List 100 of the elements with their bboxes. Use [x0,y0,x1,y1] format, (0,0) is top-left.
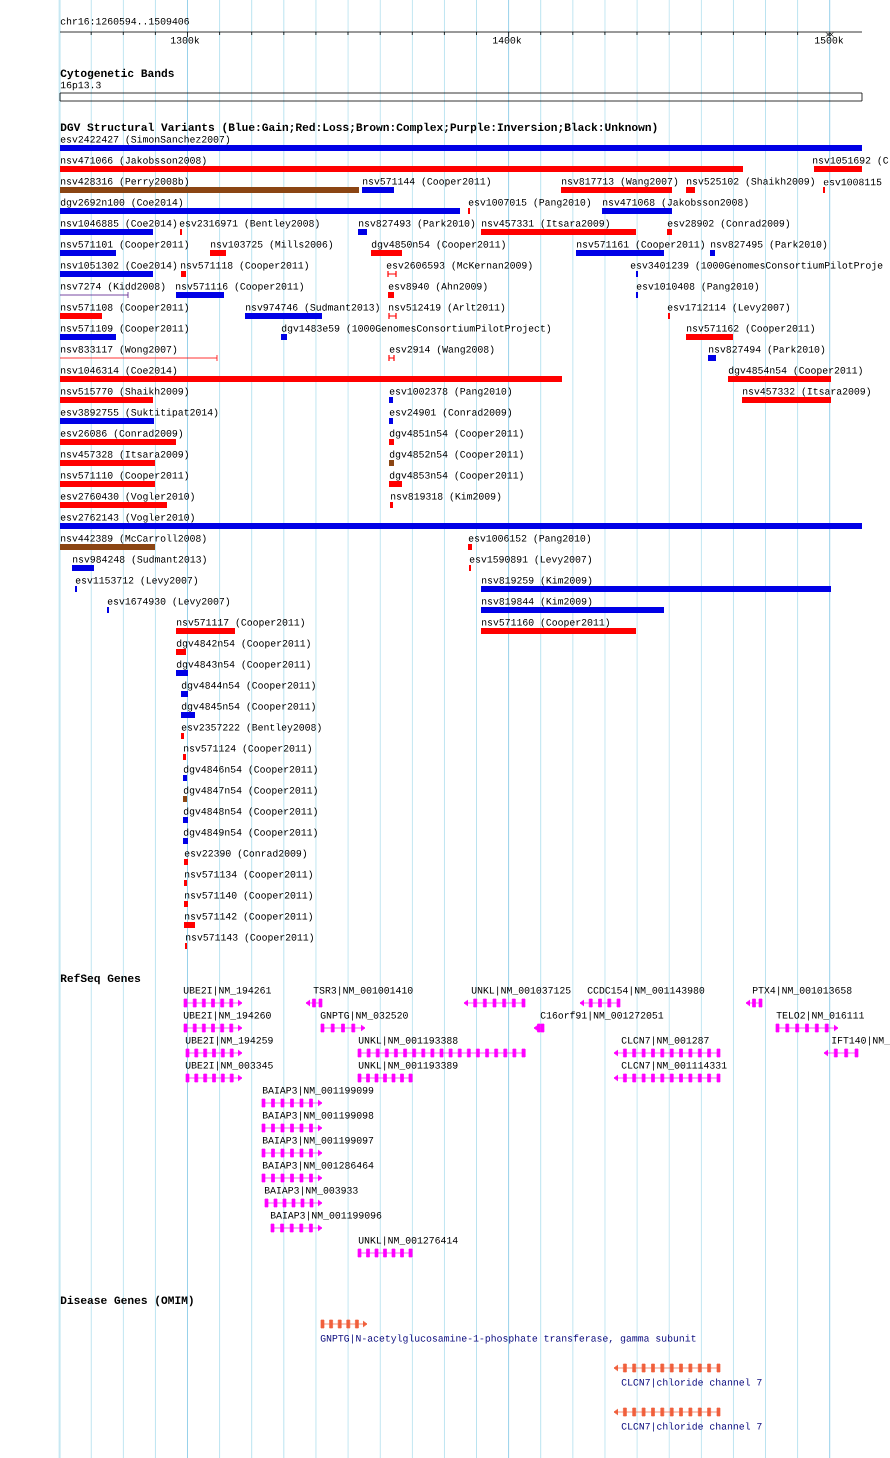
variant-label: nsv103725 (Mills2006) [211,240,333,250]
variant-label: nsv827495 (Park2010) [711,240,827,250]
variant-label: nsv571101 (Cooper2011) [61,240,188,250]
variant-label: dgv4842n54 (Cooper2011) [176,639,310,649]
variant-label: dgv4844n54 (Cooper2011) [181,681,315,691]
variant-label: nsv571161 (Cooper2011) [577,240,704,250]
variant-label: esv1590891 (Levy2007) [469,555,592,565]
variant-label: nsv571134 (Cooper2011) [185,870,312,880]
variant-label: esv2914 (Wang2008) [389,345,494,355]
gene-label: BAIAP3|NM_003933 [264,1186,358,1196]
gene-label: UBE2I|NM_194261 [183,986,271,996]
variant-label: esv28902 (Conrad2009) [667,219,790,229]
variant-label: nsv571108 (Cooper2011) [61,303,188,313]
region-title: chr16:1260594..1509406 [60,17,189,25]
gene-label: UNKL|NM_001193388 [358,1036,458,1046]
variant-label: nsv1051302 (Coe2014) [61,261,177,271]
variant-label: nsv571110 (Cooper2011) [61,471,188,481]
band-label: 16p13.3 [60,81,101,91]
variant-label: esv2357222 (Bentley2008) [181,723,321,733]
variant-label: esv1002378 (Pang2010) [389,387,512,397]
variant-label: esv1712114 (Levy2007) [667,303,790,313]
variant-label: nsv571162 (Cooper2011) [687,324,814,334]
variant-label: esv1007015 (Pang2010) [468,198,591,208]
gene-label: BAIAP3|NM_001199099 [262,1086,374,1096]
track-heading: Cytogenetic Bands [60,68,174,80]
variant-label: nsv442389 (McCarroll2008) [61,534,206,544]
variant-label: nsv571117 (Cooper2011) [177,618,304,628]
variant-label: nsv457331 (Itsara2009) [482,219,609,229]
variant-label: dgv4849n54 (Cooper2011) [183,828,317,838]
gene-label: UNKL|NM_001276414 [358,1236,458,1246]
gene-label: GNPTG|NM_032520 [320,1011,408,1021]
variant-label: esv1674930 (Levy2007) [107,597,230,607]
gene-label: BAIAP3|NM_001199098 [262,1111,374,1121]
gene-label: UNKL|NM_001193389 [358,1061,458,1071]
track-heading: Disease Genes (OMIM) [60,1295,193,1307]
gene-label: BAIAP3|NM_001286464 [262,1161,374,1171]
variant-label: nsv1051692 (C [813,156,889,166]
variant-label: nsv571144 (Cooper2011) [363,177,490,187]
variant-label: esv26086 (Conrad2009) [60,429,183,439]
variant-label: nsv1046885 (Coe2014) [61,219,177,229]
variant-label: dgv4846n54 (Cooper2011) [183,765,317,775]
disease-gene-label: CLCN7|chloride channel 7 [621,1422,762,1432]
variant-label: dgv4853n54 (Cooper2011) [389,471,523,481]
variant-label: nsv571118 (Cooper2011) [181,261,308,271]
variant-label: nsv827493 (Park2010) [359,219,475,229]
gene-label: CLCN7|NM_001287 [621,1036,709,1046]
variant-label: esv3892755 (Suktitipat2014) [60,408,218,418]
axis-label: 1300k [171,36,200,44]
variant-label: nsv457332 (Itsara2009) [743,387,870,397]
gene-label: CCDC154|NM_001143980 [587,986,705,996]
variant-label: nsv571116 (Cooper2011) [176,282,303,292]
variant-label: dgv4847n54 (Cooper2011) [183,786,317,796]
variant-label: dgv4850n54 (Cooper2011) [371,240,505,250]
gene-label: UBE2I|NM_194260 [183,1011,271,1021]
variant-label: dgv2692n100 (Coe2014) [60,198,183,208]
variant-label: dgv4852n54 (Cooper2011) [389,450,523,460]
variant-label: nsv819318 (Kim2009) [391,492,501,502]
variant-label: nsv471068 (Jakobsson2008) [603,198,748,208]
gene-label: CLCN7|NM_001114331 [621,1061,727,1071]
axis-label: 1500k [815,36,844,44]
gene-label: BAIAP3|NM_001199097 [262,1136,374,1146]
variant-label: esv8940 (Ahn2009) [388,282,487,292]
gene-label: IFT140|NM_ [832,1036,890,1046]
track-heading: RefSeq Genes [60,973,141,985]
variant-label: dgv4851n54 (Cooper2011) [389,429,523,439]
variant-label: nsv984248 (Sudmant2013) [73,555,206,565]
variant-label: nsv819259 (Kim2009) [482,576,592,586]
variant-label: nsv974746 (Sudmant2013) [246,303,379,313]
variant-label: nsv571143 (Cooper2011) [186,933,313,943]
variant-label: nsv457328 (Itsara2009) [61,450,188,460]
variant-label: nsv571124 (Cooper2011) [184,744,311,754]
track-heading: DGV Structural Variants (Blue:Gain;Red:Loss;Brown:Complex;Purple:Inversion;Black:Unknown) [60,122,657,134]
variant-label: esv2422427 (SimonSanchez2007) [60,135,230,145]
variant-label: dgv4848n54 (Cooper2011) [183,807,317,817]
gene-label: TSR3|NM_001001410 [313,986,413,996]
gene-label: PTX4|NM_001013658 [752,986,852,996]
variant-label: nsv571142 (Cooper2011) [185,912,312,922]
variant-label: esv3401239 (1000GenomesConsortiumPilotProje [630,261,883,271]
variant-label: nsv1046314 (Coe2014) [61,366,177,376]
variant-label: dgv4843n54 (Cooper2011) [176,660,310,670]
gene-label: UBE2I|NM_003345 [185,1061,273,1071]
variant-label: nsv471066 (Jakobsson2008) [61,156,206,166]
gene-label: TELO2|NM_016111 [776,1011,864,1021]
disease-gene-label: CLCN7|chloride channel 7 [621,1378,762,1388]
variant-label: nsv428316 (Perry2008b) [61,177,188,187]
gene-label: BAIAP3|NM_001199096 [270,1211,382,1221]
variant-label: nsv827494 (Park2010) [709,345,825,355]
variant-label: nsv515770 (Shaikh2009) [61,387,188,397]
variant-label: nsv819844 (Kim2009) [482,597,592,607]
axis-label: 1400k [493,36,522,44]
variant-label: nsv571140 (Cooper2011) [185,891,312,901]
variant-label: nsv817713 (Wang2007) [562,177,678,187]
variant-label: esv2762143 (Vogler2010) [60,513,194,523]
variant-label: esv24901 (Conrad2009) [389,408,512,418]
variant-label: esv1010408 (Pang2010) [636,282,759,292]
variant-label: esv1153712 (Levy2007) [75,576,198,586]
variant-label: nsv571109 (Cooper2011) [61,324,188,334]
disease-gene-label: GNPTG|N-acetylglucosamine-1-phosphate transferase, gamma subunit [320,1334,696,1344]
variant-label: dgv4854n54 (Cooper2011) [728,366,862,376]
variant-label: esv1008115 [823,178,882,186]
